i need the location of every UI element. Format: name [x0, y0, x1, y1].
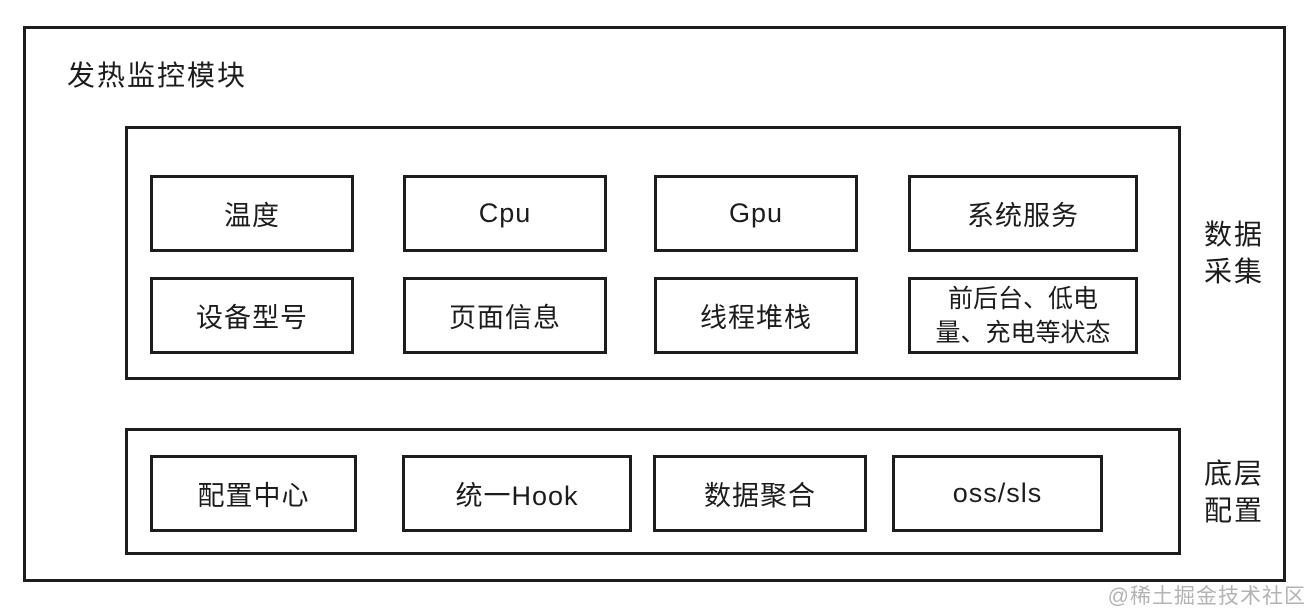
watermark-text: @稀土掘金技术社区	[1107, 585, 1306, 608]
node-unified-hook: 统一Hook	[402, 455, 632, 532]
diagram-title: 发热监控模块	[67, 60, 248, 91]
node-oss-sls: oss/sls	[892, 455, 1103, 532]
node-data-aggregation: 数据聚合	[653, 455, 867, 532]
node-temperature: 温度	[150, 175, 354, 252]
section-label-data-collection: 数据 采集	[1203, 219, 1264, 287]
node-gpu: Gpu	[654, 175, 858, 252]
node-thread-stack: 线程堆栈	[654, 277, 858, 354]
node-config-center: 配置中心	[150, 455, 357, 532]
section-label-base-config: 底层 配置	[1203, 457, 1264, 526]
node-cpu: Cpu	[403, 175, 607, 252]
node-device-model: 设备型号	[150, 277, 354, 354]
node-system-services: 系统服务	[908, 175, 1138, 252]
node-page-info: 页面信息	[403, 277, 607, 354]
node-device-state: 前后台、低电 量、充电等状态	[908, 277, 1138, 354]
